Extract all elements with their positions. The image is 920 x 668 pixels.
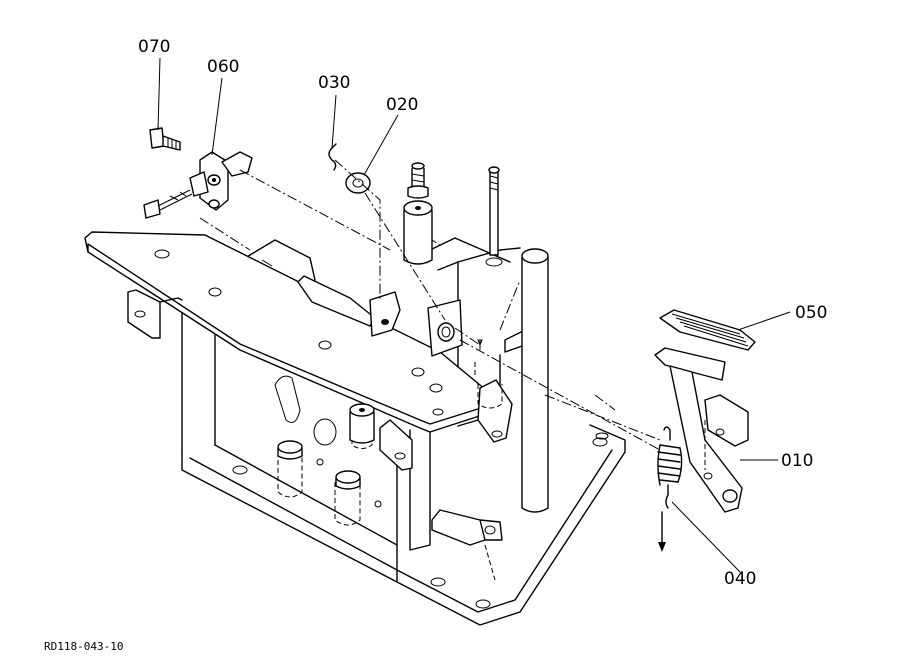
pedal-frame [181,237,526,581]
callout-070: 070 [138,37,170,57]
part-070-bolt [149,127,181,151]
leader-070 [157,57,161,131]
part-060-switch [143,151,253,219]
assembly-lines [199,159,661,451]
leader-060 [211,77,223,156]
part-040-spring [657,426,683,552]
reference-code: RD118-043-10 [44,640,123,653]
callout-040: 040 [724,569,756,589]
leader-lines [157,57,791,573]
callout-020: 020 [386,95,418,115]
callout-030: 030 [318,73,350,93]
leader-040 [671,501,741,573]
leader-030 [331,94,337,149]
frame-posts [277,162,549,513]
leader-050 [737,311,791,331]
part-030-clip [328,143,337,171]
leader-020 [363,114,399,176]
callout-050: 050 [795,303,827,323]
top-plate [84,231,513,471]
part-010-pedal-arm [654,347,749,513]
callout-010: 010 [781,451,813,471]
part-020-washer [345,172,371,194]
callout-labels: 070 060 030 020 050 010 040 [138,37,827,589]
part-050-pedal-pad [659,309,756,351]
base-plate [181,424,626,626]
callout-060: 060 [207,57,239,77]
